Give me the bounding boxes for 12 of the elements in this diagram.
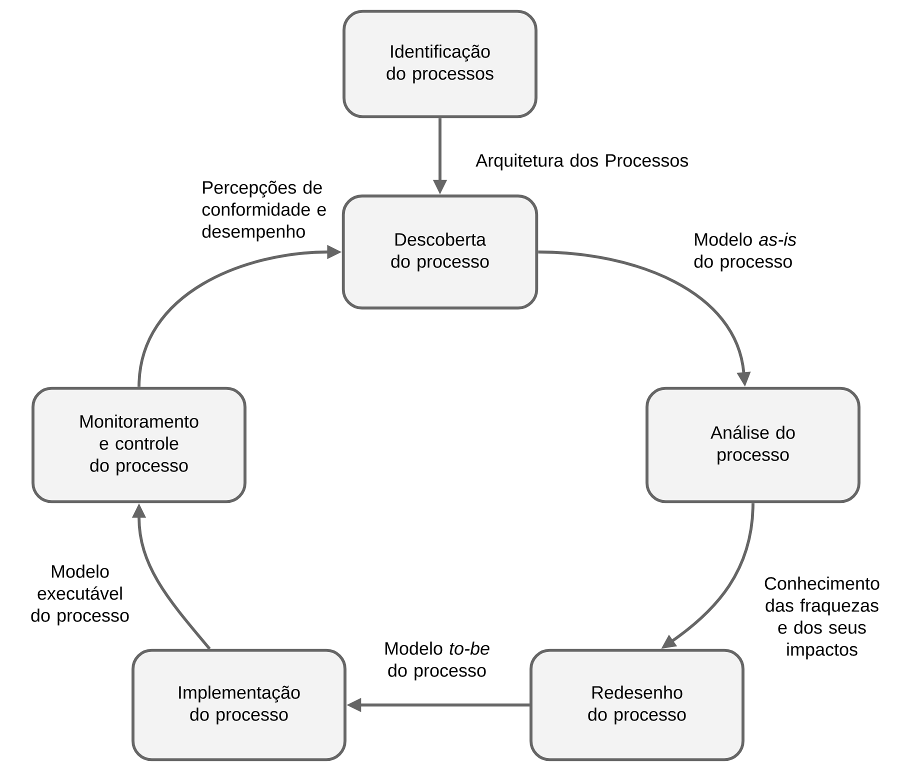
edge-label: Modelo executável do processo bbox=[31, 564, 129, 626]
edge-label: Percepções de conformidade e desempenho bbox=[202, 180, 326, 242]
process-box: Implementação do processo bbox=[132, 648, 346, 762]
edge-label: Conhecimento das fraquezas e dos seus impactos bbox=[764, 576, 880, 660]
edge-label: Arquitetura dos Processos bbox=[476, 154, 688, 170]
edge-label: Modelo to-be do processo bbox=[385, 642, 490, 680]
process-box: Análise do processo bbox=[646, 386, 860, 504]
process-box: Redesenho do processo bbox=[530, 648, 744, 762]
process-box: Monitoramento e controle do processo bbox=[32, 386, 246, 504]
edge-label: Modelo as-is do processo bbox=[694, 232, 796, 272]
process-box: Identificação do processos bbox=[342, 10, 538, 118]
process-box: Descoberta do processo bbox=[342, 194, 538, 310]
